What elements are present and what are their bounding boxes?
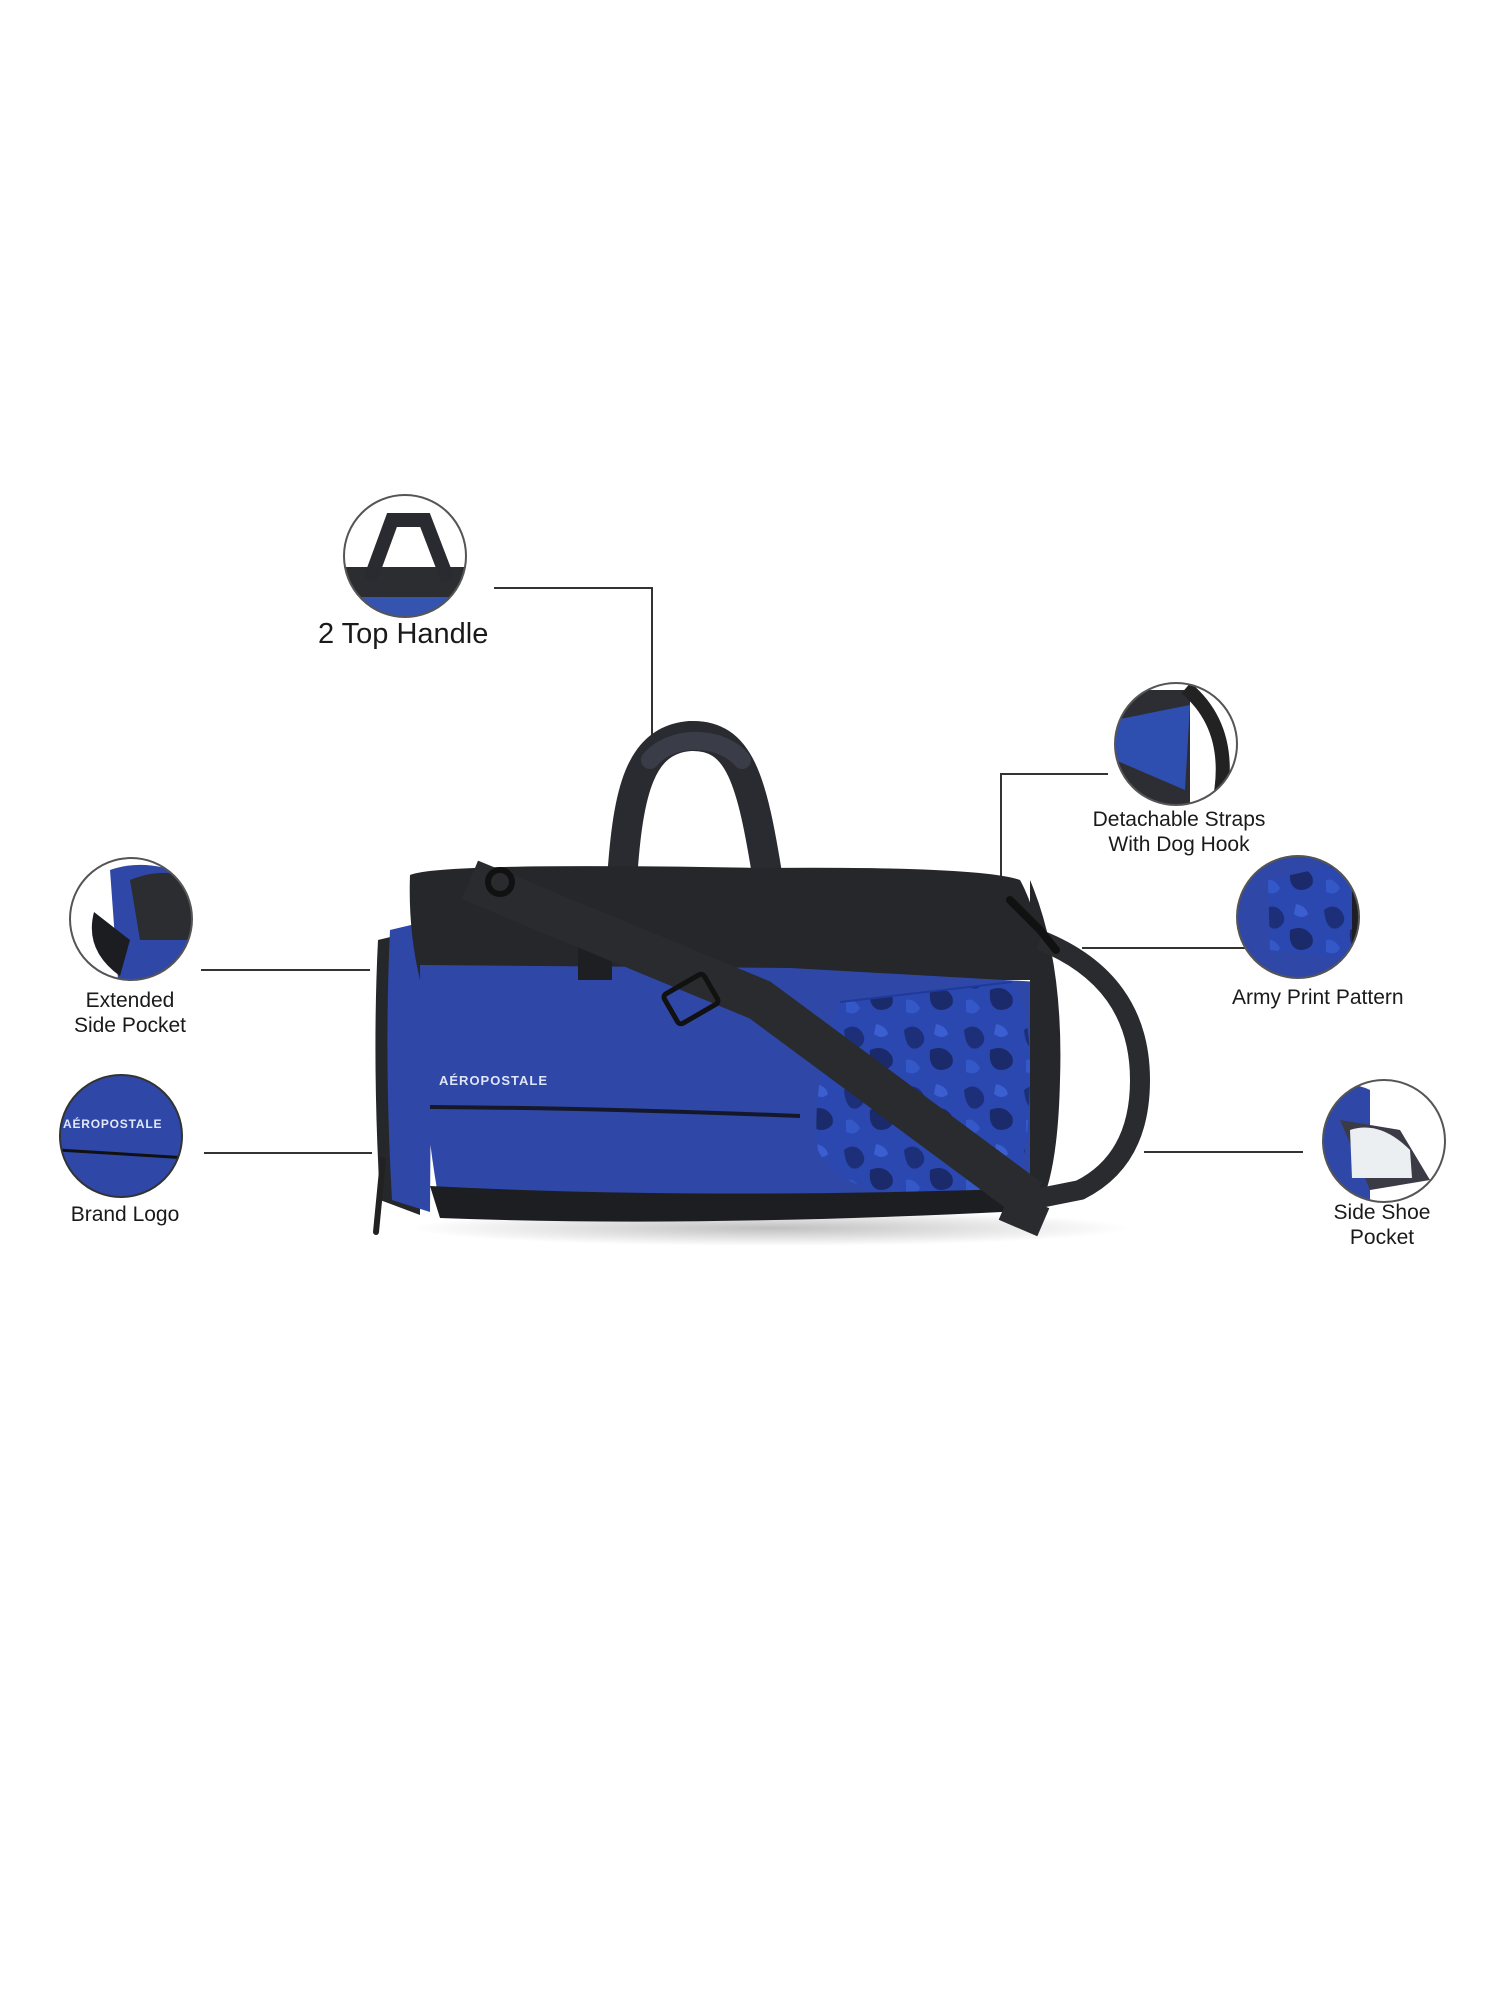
callout-label-army-print: Army Print Pattern (1232, 986, 1404, 1009)
connector-lines (201, 587, 1303, 1154)
side-pocket-thumbnail-icon (69, 857, 193, 981)
handle-thumbnail-icon (343, 494, 467, 618)
callout-label-brand-logo: Brand Logo (70, 1203, 180, 1226)
callout-label-side-shoe-pocket: Side Shoe Pocket (1333, 1201, 1431, 1249)
callout-label-extended-side-pocket: Extended Side Pocket (73, 989, 187, 1037)
strap-hook-thumbnail-icon (1114, 682, 1238, 806)
brand-logo-thumbnail-icon (59, 1074, 183, 1198)
duffel-bag (373, 720, 1151, 1246)
camo-pattern-thumbnail-icon (1236, 855, 1360, 979)
bag-brand-logo: AÉROPOSTALE (439, 1073, 548, 1088)
callout-label-detachable-straps: Detachable Straps With Dog Hook (1092, 808, 1266, 856)
thumbnail-brand-logo: AÉROPOSTALE (63, 1117, 163, 1131)
shoe-pocket-thumbnail-icon (1322, 1079, 1446, 1203)
callout-label-top-handle: 2 Top Handle (318, 618, 489, 650)
